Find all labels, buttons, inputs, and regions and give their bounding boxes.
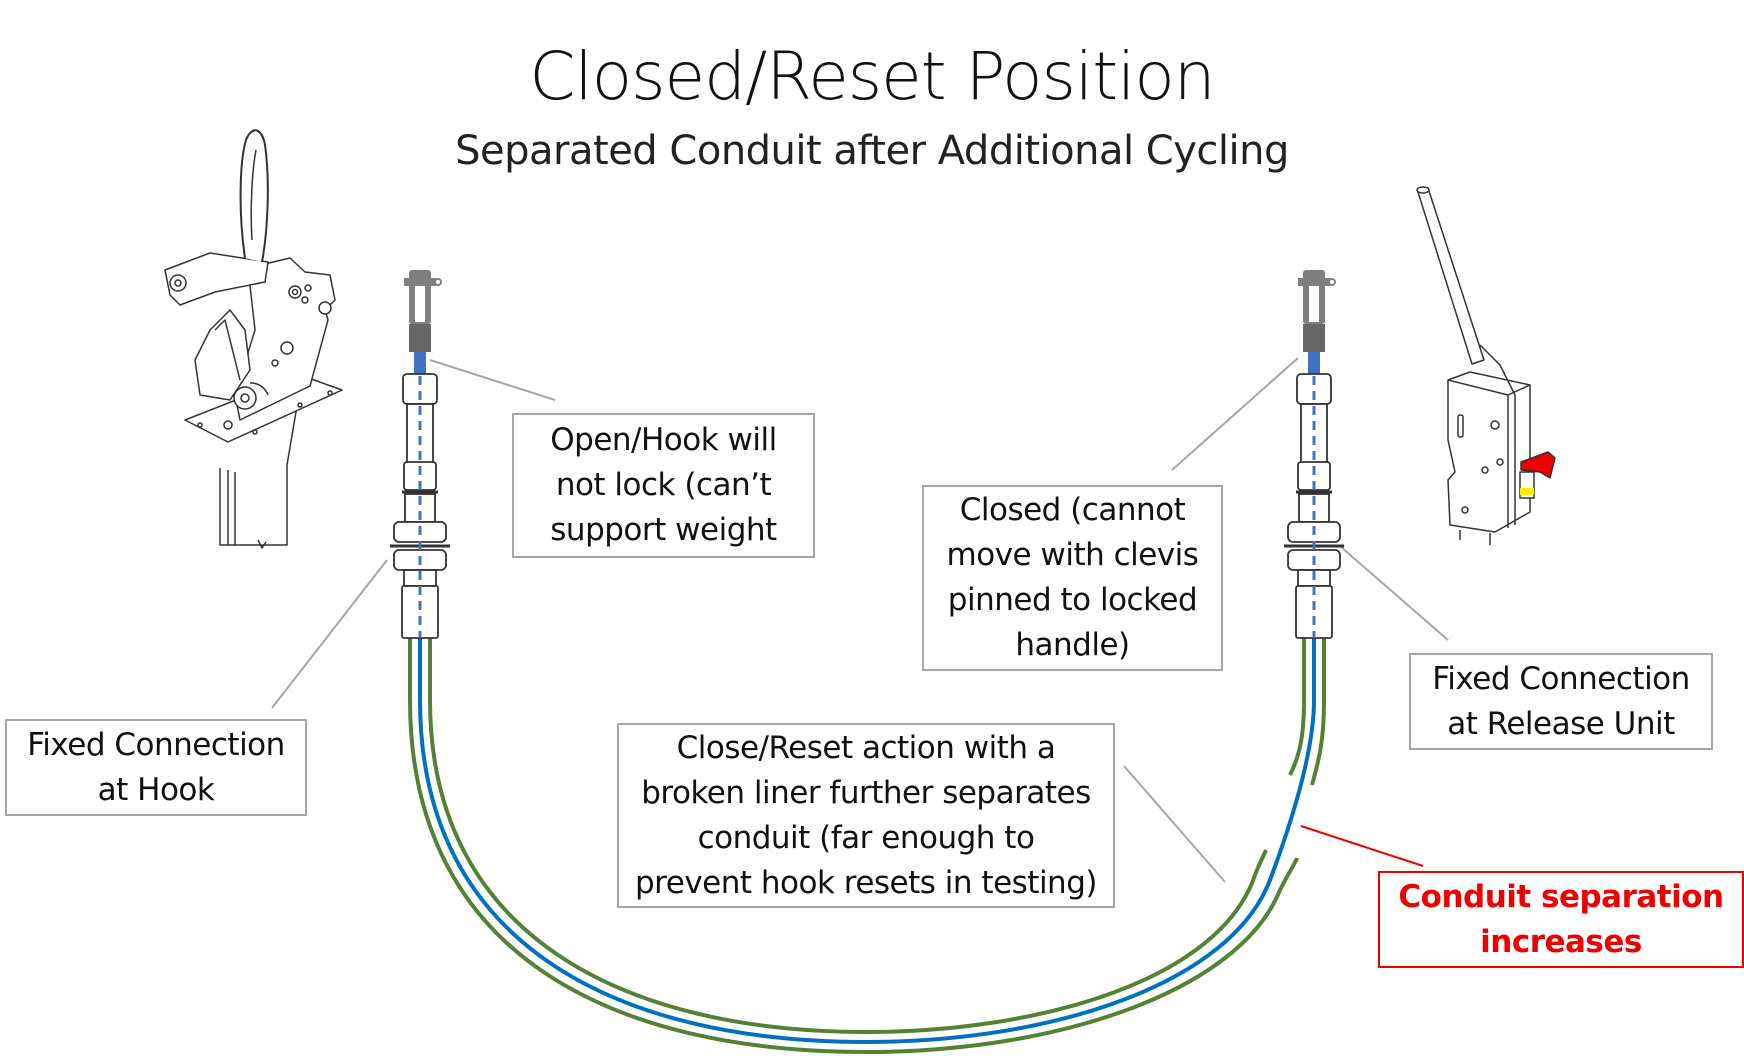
leader-lines [271, 357, 1449, 883]
callout-separation: Conduit separation increases [1378, 871, 1744, 968]
leader-close-reset [1123, 765, 1226, 883]
callout-closed: Closed (cannot move with clevis pinned t… [922, 485, 1223, 671]
conduit-inner-left [428, 638, 1268, 1035]
leader-fixed-hook [271, 559, 388, 709]
left-clevis-icon [390, 270, 450, 639]
conduit-upper-right-inner [1288, 638, 1306, 776]
slide-title: Closed/Reset Position [529, 38, 1215, 115]
cable-loop [408, 638, 1326, 1055]
callout-fixed-release: Fixed Connection at Release Unit [1409, 653, 1713, 750]
callout-close-reset: Close/Reset action with a broken liner f… [617, 723, 1115, 908]
conduit-outer-left [408, 638, 1299, 1055]
conduit-upper-right-outer [1310, 638, 1326, 786]
leader-open-hook [429, 359, 556, 401]
right-clevis-icon [1284, 270, 1344, 639]
callout-fixed-hook: Fixed Connection at Hook [5, 719, 307, 816]
slide-subtitle: Separated Conduit after Additional Cycli… [455, 128, 1289, 174]
release-unit-icon [1416, 186, 1556, 545]
leader-fixed-release [1340, 546, 1449, 641]
leader-separation [1300, 825, 1424, 867]
leader-closed [1171, 357, 1299, 471]
inner-cable [418, 638, 1316, 1045]
callout-open-hook: Open/Hook will not lock (can’t support w… [512, 413, 815, 558]
hook-assembly-icon [164, 129, 343, 549]
